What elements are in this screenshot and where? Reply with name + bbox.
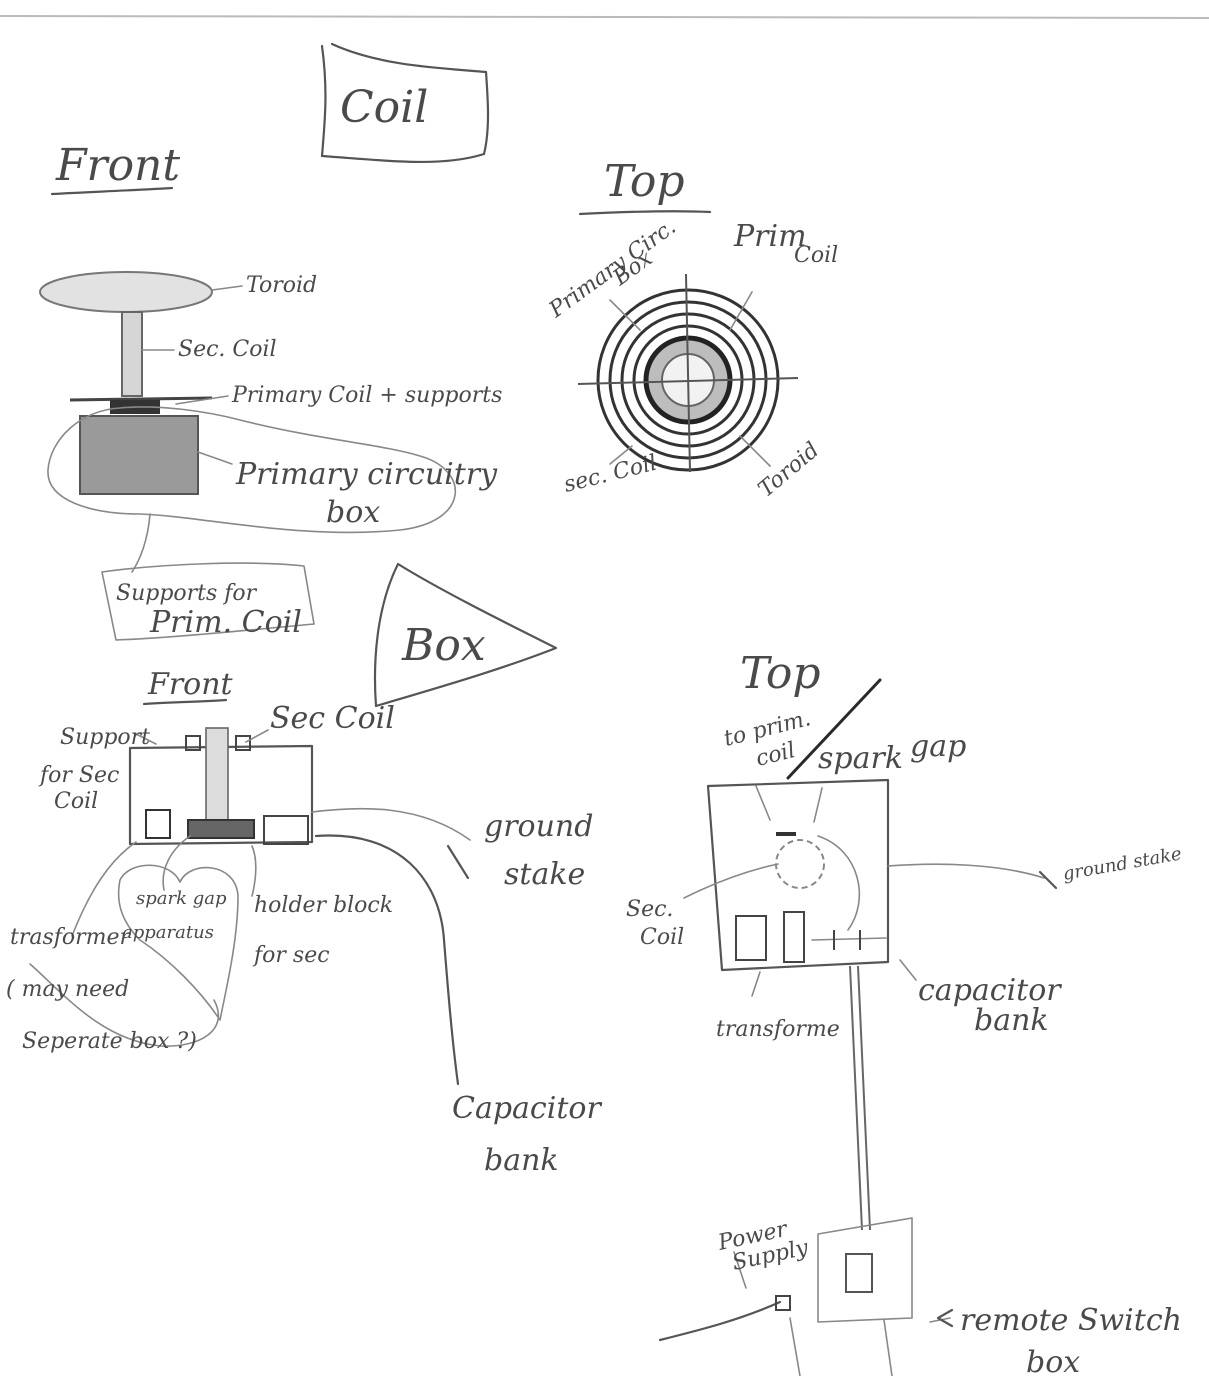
- label-toroid: Toroid: [246, 273, 317, 298]
- label-top-toroid: Toroid: [754, 438, 825, 503]
- label-remote-switch-2: box: [1026, 1345, 1080, 1376]
- label-prim-coil-1: Prim: [733, 219, 807, 254]
- coil-top-heading-text: Top: [604, 156, 685, 207]
- label-top-sec-coil: sec. Coil: [561, 451, 659, 498]
- label-for-sec-coil-1: for Sec: [38, 763, 119, 788]
- label-ground-stake-1: ground: [484, 809, 593, 844]
- box-front-drawing: [29, 727, 471, 1086]
- label-top-sec-coil-2: Coil: [640, 925, 684, 950]
- label-primary-box-2: box: [326, 495, 380, 530]
- coil-top-drawing: [577, 273, 799, 473]
- label-holder-block-1: holder block: [254, 893, 393, 918]
- label-remote-switch-1: remote Switch: [960, 1303, 1182, 1338]
- label-spark-gap-1: spark gap: [136, 888, 227, 909]
- arrow-icon: [936, 1308, 954, 1328]
- secondary-coil-shape: [121, 311, 143, 397]
- label-top-capacitor-2: bank: [974, 1003, 1049, 1038]
- coil-front-heading-text: Front: [55, 140, 180, 191]
- label-spark-gap-2: apparatus: [122, 922, 214, 943]
- label-transformer: trasformer: [10, 925, 132, 950]
- label-holder-block-2: for sec: [252, 943, 330, 968]
- label-box-support: Support: [60, 725, 150, 750]
- coil-top-heading: Top: [578, 156, 712, 216]
- label-sec-coil: Sec. Coil: [178, 337, 277, 362]
- label-note-2: Seperate box ?): [22, 1029, 197, 1054]
- label-primary-coil: Primary Coil + supports: [231, 383, 502, 408]
- coil-front-heading: Front: [50, 140, 180, 196]
- coil-banner-text: Coil: [340, 82, 428, 133]
- primary-coil-plate: [69, 396, 213, 402]
- coil-front-drawing: [39, 271, 456, 573]
- label-top-spark-gap-1: spark: [818, 741, 903, 776]
- label-supports-2: Prim. Coil: [149, 605, 302, 640]
- label-top-capacitor-1: capacitor: [918, 973, 1062, 1008]
- label-top-ground-stake: ground stake: [1061, 843, 1183, 885]
- label-top-spark-gap-2: gap: [910, 729, 966, 764]
- label-ground-stake-2: stake: [504, 857, 585, 892]
- label-primary-box-1: Primary circuitry: [235, 457, 498, 492]
- paper-edge: [0, 15, 1209, 19]
- box-front-heading: Front: [142, 667, 234, 706]
- primary-circuitry-box-shape: [79, 415, 199, 495]
- supports-note: Supports for Prim. Coil: [101, 562, 315, 641]
- label-supports-1: Supports for: [116, 581, 258, 606]
- toroid-shape: [39, 271, 213, 313]
- label-capacitor-bank-1: Capacitor: [452, 1091, 602, 1126]
- label-for-sec-coil-2: Coil: [54, 789, 98, 814]
- box-top-heading-text: Top: [740, 648, 821, 699]
- box-banner-text: Box: [401, 620, 486, 671]
- label-box-sec-coil: Sec Coil: [270, 701, 395, 736]
- label-top-sec-coil-1: Sec.: [626, 897, 673, 922]
- label-top-transformer: transforme: [716, 1017, 840, 1042]
- label-capacitor-bank-2: bank: [484, 1143, 559, 1178]
- label-note-1: ( may need: [6, 977, 129, 1002]
- box-front-heading-text: Front: [147, 667, 234, 702]
- coil-banner: Coil: [320, 42, 490, 163]
- label-prim-coil-2: Coil: [794, 243, 838, 268]
- box-banner: Box: [373, 562, 558, 708]
- box-top-drawing: [658, 678, 1058, 1376]
